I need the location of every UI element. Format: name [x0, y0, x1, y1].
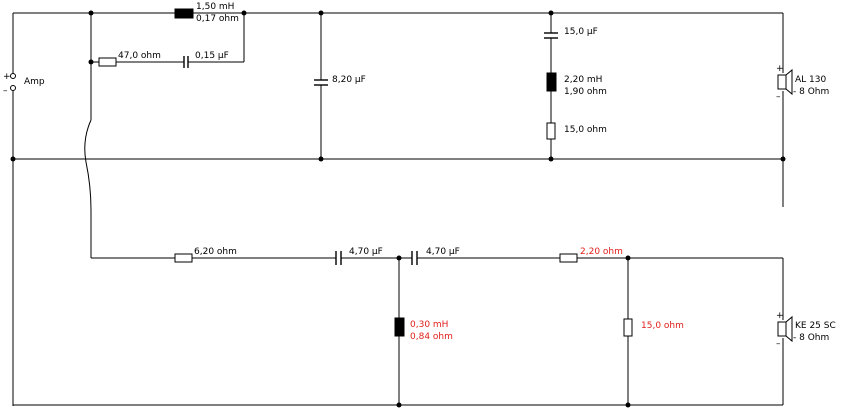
woofer-speaker-minus: – [776, 92, 781, 102]
tweeter-series-resistor: 6,20 ohm [174, 247, 237, 263]
notch-inductor-value: 2,20 mH [564, 75, 602, 85]
junction-node [318, 156, 324, 162]
shunt-capacitor-value: 8,20 µF [332, 75, 366, 85]
woofer-speaker-plus: + [776, 64, 784, 74]
junction-node [625, 402, 631, 408]
amp-plus-terminal [10, 73, 16, 79]
woofer-speaker-impedance: - 8 Ohm [793, 87, 829, 97]
notch-resistor: 15,0 ohm [546, 122, 607, 140]
woofer-speaker: + – AL 130 - 8 Ohm [776, 64, 829, 102]
amp-terminals: + – Amp [3, 72, 45, 96]
tweeter-capacitor-1: 4,70 µF [335, 247, 383, 265]
zobel-capacitor-value: 0,15 µF [195, 51, 229, 61]
tweeter-series-resistor-2: 2,20 ohm [559, 247, 623, 263]
tweeter-shunt-resistor: 15,0 ohm [623, 318, 684, 337]
junction-node [625, 255, 631, 261]
tweeter-shunt-inductor: 0,30 mH 0,84 ohm [394, 317, 453, 342]
junction-node [780, 156, 786, 162]
notch-capacitor-value: 15,0 µF [564, 27, 598, 37]
woofer-speaker-name: AL 130 [795, 75, 826, 85]
notch-inductor-resistance: 1,90 ohm [564, 87, 607, 97]
tweeter-speaker-plus: + [776, 311, 784, 321]
junction-node [396, 402, 402, 408]
tweeter-capacitor-2-value: 4,70 µF [426, 247, 460, 257]
tweeter-series-resistor-value: 6,20 ohm [194, 247, 237, 257]
series-inductor-value: 1,50 mH [196, 2, 234, 12]
tweeter-speaker-name: KE 25 SC [795, 321, 836, 331]
woofer-series-inductor: 1,50 mH 0,17 ohm [174, 2, 239, 24]
tweeter-shunt-inductor-value: 0,30 mH [410, 320, 448, 330]
junction-node [548, 156, 554, 162]
zobel-capacitor: 0,15 µF [183, 51, 229, 68]
notch-resistor-value: 15,0 ohm [564, 125, 607, 135]
junction-node [10, 156, 16, 162]
junction-node [241, 10, 247, 16]
zobel-resistor: 47,0 ohm [98, 51, 161, 67]
tweeter-shunt-resistor-value: 15,0 ohm [641, 321, 684, 331]
zobel-resistor-value: 47,0 ohm [118, 51, 161, 61]
woofer-wires [12, 12, 784, 406]
junction-nodes [10, 10, 786, 408]
shunt-capacitor: 8,20 µF [314, 75, 366, 86]
tweeter-series-resistor-2-value: 2,20 ohm [580, 247, 623, 257]
junction-node [88, 59, 94, 65]
junction-node [396, 255, 402, 261]
tweeter-speaker-impedance: - 8 Ohm [793, 333, 829, 343]
amp-minus-sign: – [3, 86, 8, 96]
tweeter-capacitor-2: 4,70 µF [411, 247, 460, 265]
tweeter-speaker-minus: – [776, 339, 781, 349]
tweeter-shunt-inductor-resistance: 0,84 ohm [410, 332, 453, 342]
junction-node [88, 10, 94, 16]
amp-plus-sign: + [3, 72, 11, 82]
junction-node [318, 10, 324, 16]
series-inductor-resistance: 0,17 ohm [196, 14, 239, 24]
notch-inductor: 2,20 mH 1,90 ohm [546, 72, 607, 97]
amp-label: Amp [24, 77, 45, 87]
tweeter-speaker: + – KE 25 SC - 8 Ohm [776, 311, 836, 349]
junction-node [548, 10, 554, 16]
tweeter-capacitor-1-value: 4,70 µF [349, 247, 383, 257]
notch-capacitor: 15,0 µF [544, 27, 598, 39]
amp-minus-terminal [10, 85, 16, 91]
